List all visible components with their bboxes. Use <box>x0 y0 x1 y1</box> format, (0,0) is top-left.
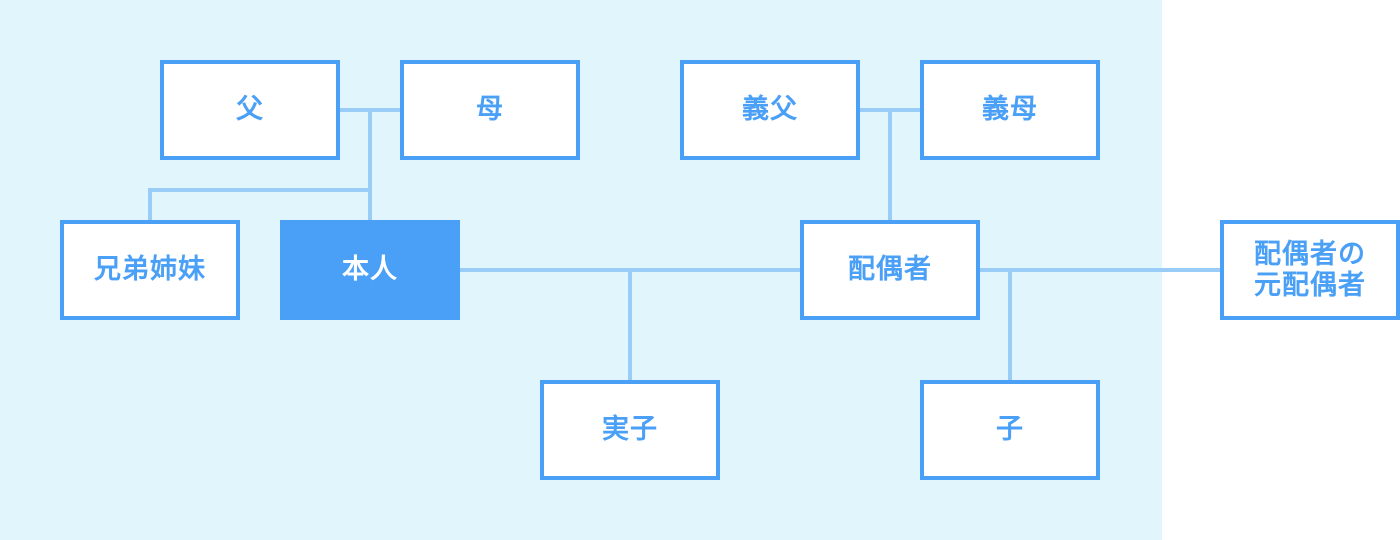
node-mother-in-law: 義母 <box>920 60 1100 160</box>
node-mother: 母 <box>400 60 580 160</box>
node-self: 本人 <box>280 220 460 320</box>
node-siblings: 兄弟姉妹 <box>60 220 240 320</box>
node-former-spouse-of-spouse: 配偶者の 元配偶者 <box>1220 220 1400 320</box>
node-biological-child: 実子 <box>540 380 720 480</box>
node-father-in-law: 義父 <box>680 60 860 160</box>
node-child: 子 <box>920 380 1100 480</box>
node-father: 父 <box>160 60 340 160</box>
node-spouse: 配偶者 <box>800 220 980 320</box>
